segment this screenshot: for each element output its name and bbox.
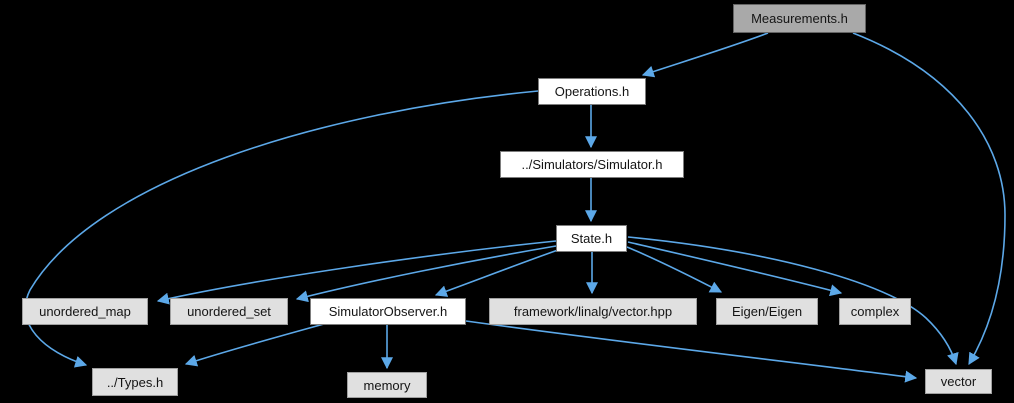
node-complex[interactable]: complex bbox=[839, 298, 911, 325]
node-simulator-observer[interactable]: SimulatorObserver.h bbox=[310, 298, 466, 325]
node-vector-hpp[interactable]: framework/linalg/vector.hpp bbox=[489, 298, 697, 325]
node-state[interactable]: State.h bbox=[556, 225, 627, 252]
edge-simulator-observer-types bbox=[184, 323, 325, 367]
edge-state-complex bbox=[627, 241, 843, 297]
node-operations[interactable]: Operations.h bbox=[538, 78, 646, 105]
edge-state-vector bbox=[627, 236, 959, 366]
node-eigen[interactable]: Eigen/Eigen bbox=[716, 298, 818, 325]
edge-measurements-vector bbox=[852, 32, 1006, 366]
edge-state-simulator-observer bbox=[434, 249, 559, 297]
node-types[interactable]: ../Types.h bbox=[92, 368, 178, 396]
edge-state-unordered-map bbox=[156, 240, 557, 305]
node-simulator[interactable]: ../Simulators/Simulator.h bbox=[500, 151, 684, 178]
node-vector[interactable]: vector bbox=[925, 369, 992, 394]
edge-state-eigen bbox=[626, 246, 723, 293]
edge-measurements-operations bbox=[641, 32, 769, 78]
node-memory[interactable]: memory bbox=[347, 372, 427, 398]
edge-state-unordered-set bbox=[295, 245, 557, 303]
edge-simulator-observer-vector bbox=[465, 320, 918, 383]
node-unordered-set[interactable]: unordered_set bbox=[170, 298, 288, 325]
node-unordered-map[interactable]: unordered_map bbox=[22, 298, 148, 325]
node-measurements[interactable]: Measurements.h bbox=[733, 4, 866, 33]
edge-operations-types bbox=[24, 90, 539, 368]
